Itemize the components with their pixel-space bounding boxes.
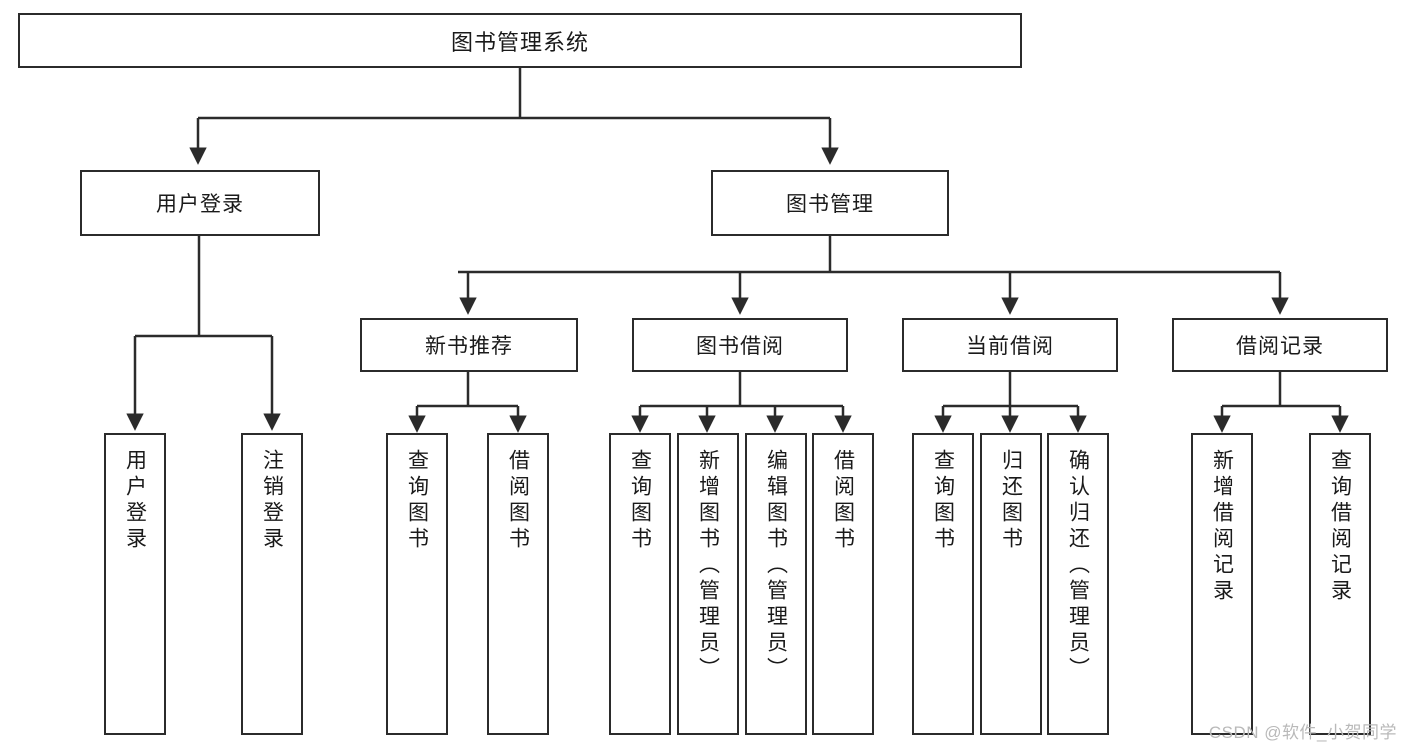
leaf-current-borrow-return-book[interactable]: 归还图书 xyxy=(980,433,1042,735)
node-label: 图书管理系统 xyxy=(450,29,589,55)
leaf-book-borrow-borrow-book[interactable]: 借阅图书 xyxy=(812,433,874,735)
node-label: 查询借阅记录 xyxy=(1328,449,1352,605)
node-book-borrow[interactable]: 图书借阅 xyxy=(632,318,848,372)
node-label: 查询图书 xyxy=(405,449,429,553)
node-label: 图书管理 xyxy=(786,193,874,216)
leaf-book-borrow-query-book[interactable]: 查询图书 xyxy=(609,433,671,735)
node-label: 当前借阅 xyxy=(966,335,1054,358)
node-book-management[interactable]: 图书管理 xyxy=(711,170,949,236)
node-label: 确认归还（管理员） xyxy=(1066,449,1090,683)
node-label: 注销登录 xyxy=(260,449,284,553)
node-borrow-record[interactable]: 借阅记录 xyxy=(1172,318,1388,372)
leaf-book-borrow-edit-book-admin[interactable]: 编辑图书（管理员） xyxy=(745,433,807,735)
node-label: 图书借阅 xyxy=(696,335,784,358)
node-label: 借阅记录 xyxy=(1236,335,1324,358)
watermark-text: CSDN @软件_小贺同学 xyxy=(1208,723,1397,742)
node-label: 借阅图书 xyxy=(506,449,530,553)
leaf-borrow-record-add-record[interactable]: 新增借阅记录 xyxy=(1191,433,1253,735)
node-new-book-recommend[interactable]: 新书推荐 xyxy=(360,318,578,372)
leaf-new-book-borrow-book[interactable]: 借阅图书 xyxy=(487,433,549,735)
node-label: 用户登录 xyxy=(123,449,147,553)
leaf-current-borrow-confirm-return-admin[interactable]: 确认归还（管理员） xyxy=(1047,433,1109,735)
node-label: 新书推荐 xyxy=(425,335,513,358)
node-label: 编辑图书（管理员） xyxy=(764,449,788,683)
node-label: 查询图书 xyxy=(931,449,955,553)
node-label: 新增借阅记录 xyxy=(1210,449,1234,605)
node-label: 新增图书（管理员） xyxy=(696,449,720,683)
leaf-book-borrow-add-book-admin[interactable]: 新增图书（管理员） xyxy=(677,433,739,735)
node-label: 归还图书 xyxy=(999,449,1023,553)
node-root-book-management-system[interactable]: 图书管理系统 xyxy=(18,13,1022,68)
leaf-current-borrow-query-book[interactable]: 查询图书 xyxy=(912,433,974,735)
leaf-new-book-query-book[interactable]: 查询图书 xyxy=(386,433,448,735)
leaf-user-login-logout[interactable]: 注销登录 xyxy=(241,433,303,735)
node-user-login[interactable]: 用户登录 xyxy=(80,170,320,236)
node-label: 借阅图书 xyxy=(831,449,855,553)
node-current-borrow[interactable]: 当前借阅 xyxy=(902,318,1118,372)
node-label: 查询图书 xyxy=(628,449,652,553)
leaf-borrow-record-query-record[interactable]: 查询借阅记录 xyxy=(1309,433,1371,735)
leaf-user-login-login[interactable]: 用户登录 xyxy=(104,433,166,735)
node-label: 用户登录 xyxy=(156,193,244,216)
